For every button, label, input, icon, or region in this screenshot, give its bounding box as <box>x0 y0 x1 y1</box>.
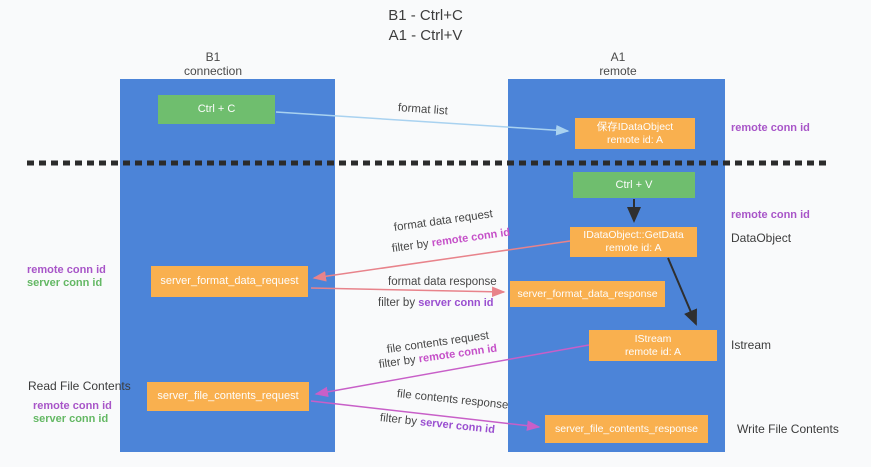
filter-by-text: filter by <box>379 412 418 428</box>
save-idataobject-label: 保存IDataObject <box>596 120 674 133</box>
label-write-file-contents: Write File Contents <box>737 422 839 436</box>
lane-a1-name: A1 <box>610 50 626 64</box>
label-remote-conn-id-left-1: remote conn id <box>27 264 106 276</box>
save-idataobject-remote-id: remote id: A <box>606 133 664 146</box>
label-remote-conn-id-left-2: remote conn id <box>33 400 112 412</box>
server-format-data-request-label: server_format_data_request <box>160 275 299 287</box>
istream-remote-id: remote id: A <box>624 345 682 358</box>
server-format-data-response-label: server_format_data_response <box>517 287 658 300</box>
label-istream-right: Istream <box>731 338 772 352</box>
lane-header-b1: B1 connection <box>153 50 273 78</box>
box-server-format-data-request: server_format_data_request <box>151 266 308 297</box>
title-line-1: B1 - Ctrl+C <box>388 7 463 24</box>
getdata-label: IDataObject::GetData <box>583 229 684 241</box>
diagram-title: B1 - Ctrl+C A1 - Ctrl+V <box>0 6 851 46</box>
filter-by-text: filter by <box>391 237 430 255</box>
label-filter-by-server-1: filter by server conn id <box>378 297 493 309</box>
getdata-remote-id: remote id: A <box>605 242 662 254</box>
lane-a1-role: remote <box>599 64 637 78</box>
remote-conn-id-text: remote conn id <box>431 226 511 250</box>
server-conn-id-text: server conn id <box>418 297 494 309</box>
title-line-2: A1 - Ctrl+V <box>388 27 463 44</box>
label-format-list: format list <box>397 102 449 118</box>
label-filter-by-server-2: filter by server conn id <box>379 412 495 436</box>
istream-label: IStream <box>634 332 672 345</box>
box-server-format-data-response: server_format_data_response <box>510 281 665 307</box>
arrow-format-data-response <box>310 286 506 298</box>
box-server-file-contents-request: server_file_contents_request <box>147 382 309 411</box>
ctrl-c-label: Ctrl + C <box>197 103 236 115</box>
label-remote-conn-id-mid-right: remote conn id <box>731 209 810 221</box>
server-file-contents-response-label: server_file_contents_response <box>554 422 698 435</box>
label-remote-conn-id-top-right: remote conn id <box>731 122 810 134</box>
box-save-idataobject: 保存IDataObject remote id: A <box>575 118 695 149</box>
box-ctrl-v: Ctrl + V <box>573 172 695 198</box>
lane-header-a1: A1 remote <box>558 50 678 78</box>
ctrl-v-label: Ctrl + V <box>615 178 653 191</box>
label-format-data-response: format data response <box>388 276 497 288</box>
lane-b1-name: B1 <box>205 50 221 64</box>
lane-b1-role: connection <box>183 64 243 78</box>
filter-by-text: filter by <box>378 297 416 309</box>
filter-by-text: filter by <box>378 353 417 371</box>
label-server-conn-id-left-2: server conn id <box>33 413 109 425</box>
label-dataobject: DataObject <box>731 231 792 245</box>
server-file-contents-request-label: server_file_contents_request <box>157 390 299 402</box>
box-istream: IStream remote id: A <box>589 330 717 361</box>
label-server-conn-id-left-1: server conn id <box>27 277 103 289</box>
server-conn-id-text: server conn id <box>419 416 496 437</box>
box-server-file-contents-response: server_file_contents_response <box>545 415 708 443</box>
box-idataobject-getdata: IDataObject::GetData remote id: A <box>570 227 697 257</box>
label-read-file-contents: Read File Contents <box>28 379 131 393</box>
box-ctrl-c: Ctrl + C <box>158 95 275 124</box>
label-file-contents-response: file contents response <box>396 388 509 412</box>
